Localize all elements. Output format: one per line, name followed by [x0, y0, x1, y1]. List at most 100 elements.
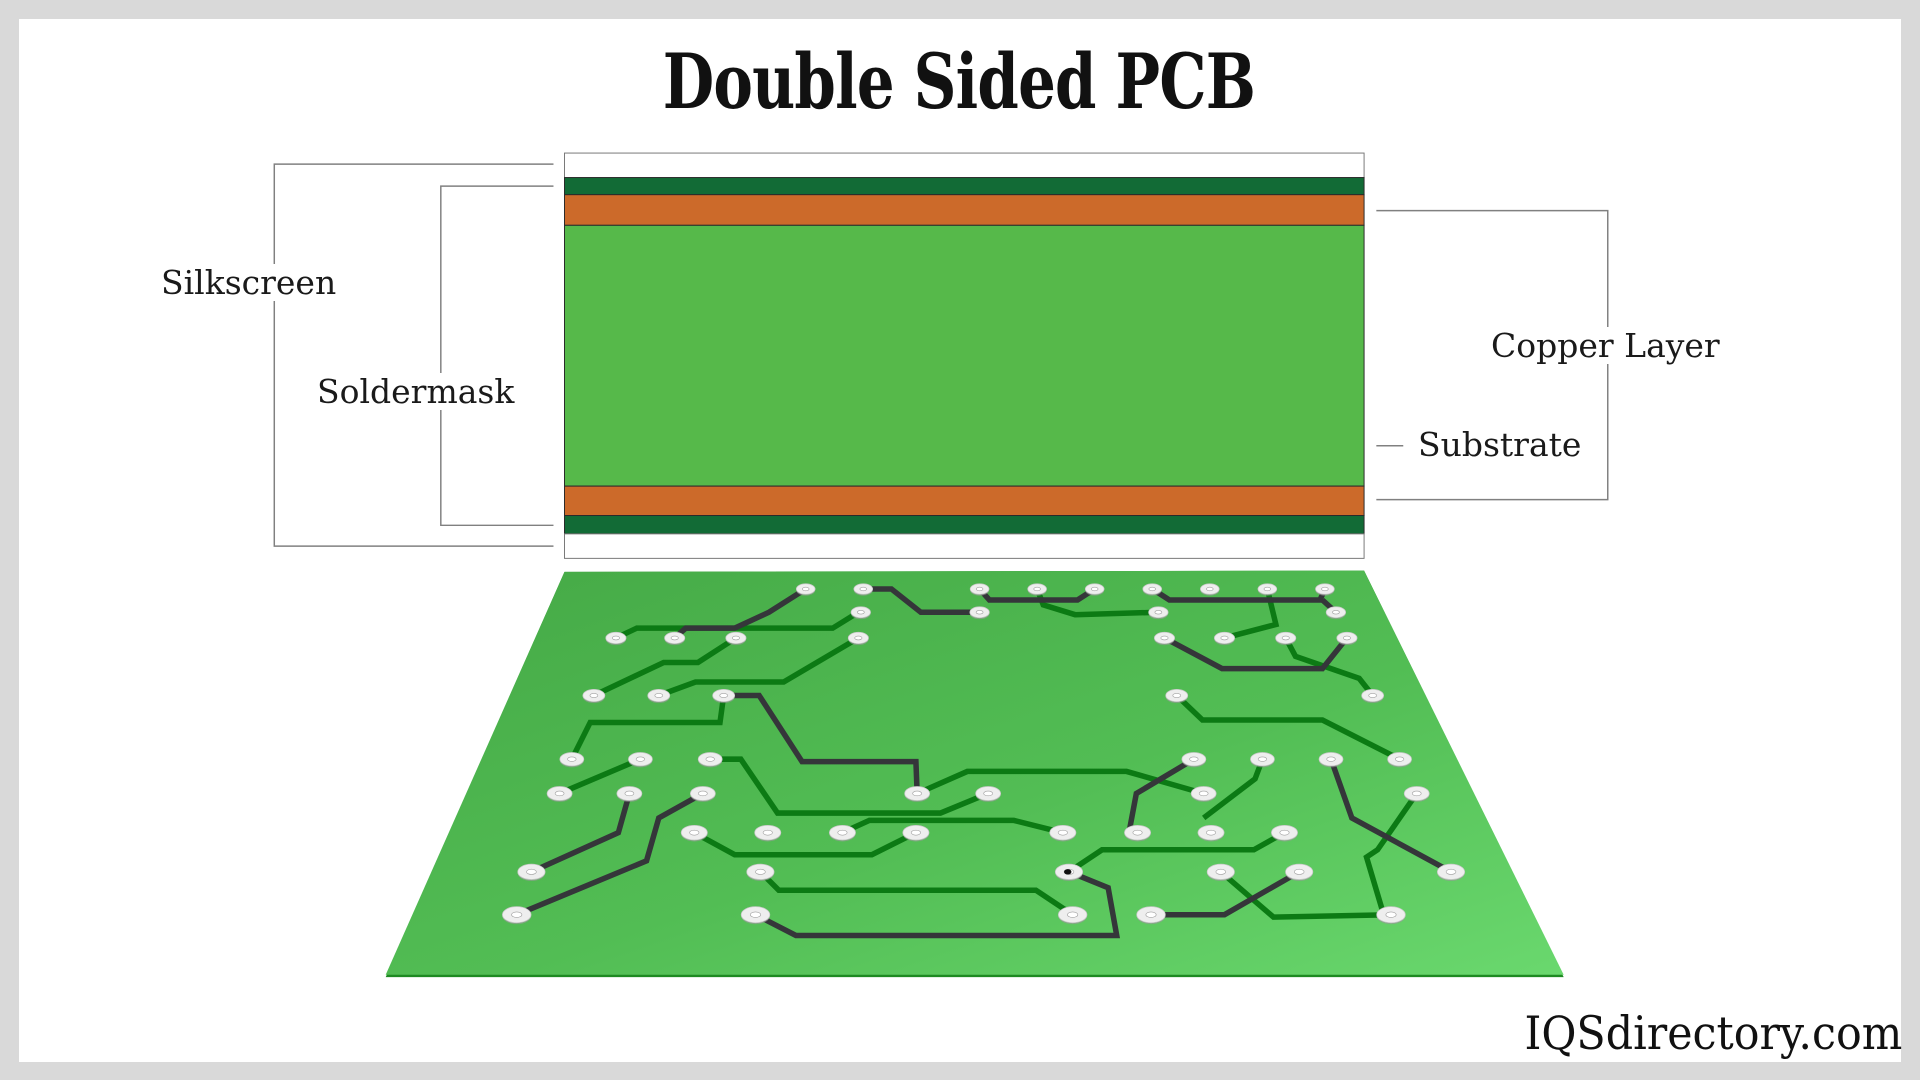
- label-silkscreen: Silkscreen: [157, 264, 341, 301]
- solder-pad: [902, 824, 930, 842]
- via-hole: [1064, 869, 1072, 875]
- solder-pad: [1257, 583, 1278, 596]
- solder-pad: [1361, 688, 1385, 704]
- solder-pad: [969, 583, 990, 596]
- circuit-trace: [1328, 758, 1453, 875]
- solder-pad: [725, 631, 747, 646]
- layer-stack-cross-section: [564, 152, 1365, 559]
- solder-pad: [853, 583, 874, 596]
- layer-soldermask: [564, 177, 1365, 196]
- solder-pad: [664, 631, 686, 646]
- layer-copper: [564, 194, 1365, 226]
- solder-pad: [628, 752, 653, 768]
- circuit-trace: [515, 791, 705, 918]
- circuit-trace: [723, 692, 920, 794]
- solder-pad: [546, 786, 573, 802]
- solder-pad: [712, 688, 736, 704]
- solder-pad: [605, 631, 627, 646]
- brand-logo-text: IQSdirectory.com: [1524, 1006, 1902, 1060]
- circuit-trace: [1067, 830, 1286, 875]
- solder-pad: [1049, 824, 1077, 842]
- solder-pad: [517, 863, 546, 881]
- solder-pad: [850, 606, 871, 620]
- solder-pad: [746, 863, 775, 881]
- solder-pad: [1027, 583, 1047, 596]
- silkscreen-bracket: [273, 163, 554, 547]
- circuit-trace: [1126, 756, 1196, 834]
- circuit-trace: [1363, 791, 1419, 916]
- solder-pad: [1336, 631, 1358, 646]
- solder-pad: [740, 906, 771, 925]
- solder-pad: [754, 824, 782, 842]
- circuit-trace: [841, 817, 1064, 836]
- circuit-trace: [1151, 869, 1301, 918]
- solder-pad: [1387, 752, 1412, 768]
- label-substrate: Substrate: [1414, 426, 1586, 463]
- green-traces: [558, 587, 1419, 920]
- page-title: Double Sided PCB: [662, 37, 1256, 126]
- solder-pad: [1250, 752, 1275, 768]
- solder-pad: [1206, 863, 1235, 881]
- circuit-trace: [1174, 693, 1401, 762]
- layer-copper: [564, 485, 1365, 516]
- circuit-trace: [672, 586, 808, 641]
- solder-pad: [847, 631, 869, 646]
- solder-pad: [1197, 824, 1225, 842]
- circuit-trace: [1034, 587, 1159, 618]
- solder-pad: [1271, 824, 1298, 842]
- circuit-trace: [1219, 869, 1392, 920]
- solder-pad: [1403, 786, 1430, 802]
- soldermask-bracket: [440, 185, 554, 527]
- solder-pad: [1200, 583, 1220, 596]
- solder-pad: [616, 786, 643, 802]
- circuit-trace: [558, 756, 642, 797]
- circuit-trace: [758, 869, 1075, 917]
- solder-pad: [1124, 824, 1151, 842]
- solder-pad: [904, 786, 930, 802]
- solder-pad: [795, 583, 816, 596]
- solder-pad: [502, 906, 532, 925]
- solder-pad: [1436, 863, 1466, 881]
- pcb-board: [385, 570, 1564, 978]
- solder-pad: [1153, 631, 1175, 646]
- circuit-trace: [592, 635, 738, 699]
- solder-pad: [1275, 631, 1297, 646]
- solder-pads: [502, 583, 1466, 925]
- solder-pad: [559, 752, 585, 768]
- layer-silkscreen: [564, 533, 1365, 559]
- solder-pad: [1285, 863, 1314, 881]
- layer-soldermask: [564, 515, 1365, 535]
- solder-pad: [1318, 752, 1344, 768]
- layer-substrate: [564, 224, 1365, 487]
- solder-pad: [697, 752, 723, 768]
- solder-pad: [1057, 906, 1088, 925]
- circuit-trace: [710, 756, 990, 816]
- label-copper-layer: Copper Layer: [1487, 327, 1724, 364]
- solder-pad: [1084, 583, 1105, 596]
- solder-pad: [1190, 786, 1217, 802]
- circuit-trace: [1163, 635, 1350, 672]
- solder-pad: [1315, 583, 1335, 596]
- solder-pad: [969, 606, 990, 620]
- circuit-trace: [657, 635, 860, 699]
- circuit-trace: [569, 695, 727, 761]
- solder-pad: [690, 786, 716, 802]
- solder-pad: [1148, 606, 1169, 620]
- solder-pad: [680, 824, 708, 842]
- circuit-trace: [530, 792, 633, 875]
- circuit-trace: [863, 586, 980, 615]
- solder-pad: [1213, 631, 1235, 646]
- label-soldermask: Soldermask: [313, 373, 519, 410]
- layer-silkscreen: [564, 152, 1365, 179]
- solder-pad: [1142, 583, 1162, 596]
- solder-pad: [829, 824, 856, 842]
- solder-pad: [1376, 906, 1406, 925]
- solder-pad: [1136, 906, 1166, 925]
- solder-pad: [647, 688, 671, 704]
- circuit-trace: [692, 830, 918, 858]
- solder-pad: [1325, 606, 1347, 620]
- solder-pad: [582, 688, 606, 704]
- circuit-trace: [916, 768, 1205, 797]
- solder-pad: [1165, 688, 1189, 704]
